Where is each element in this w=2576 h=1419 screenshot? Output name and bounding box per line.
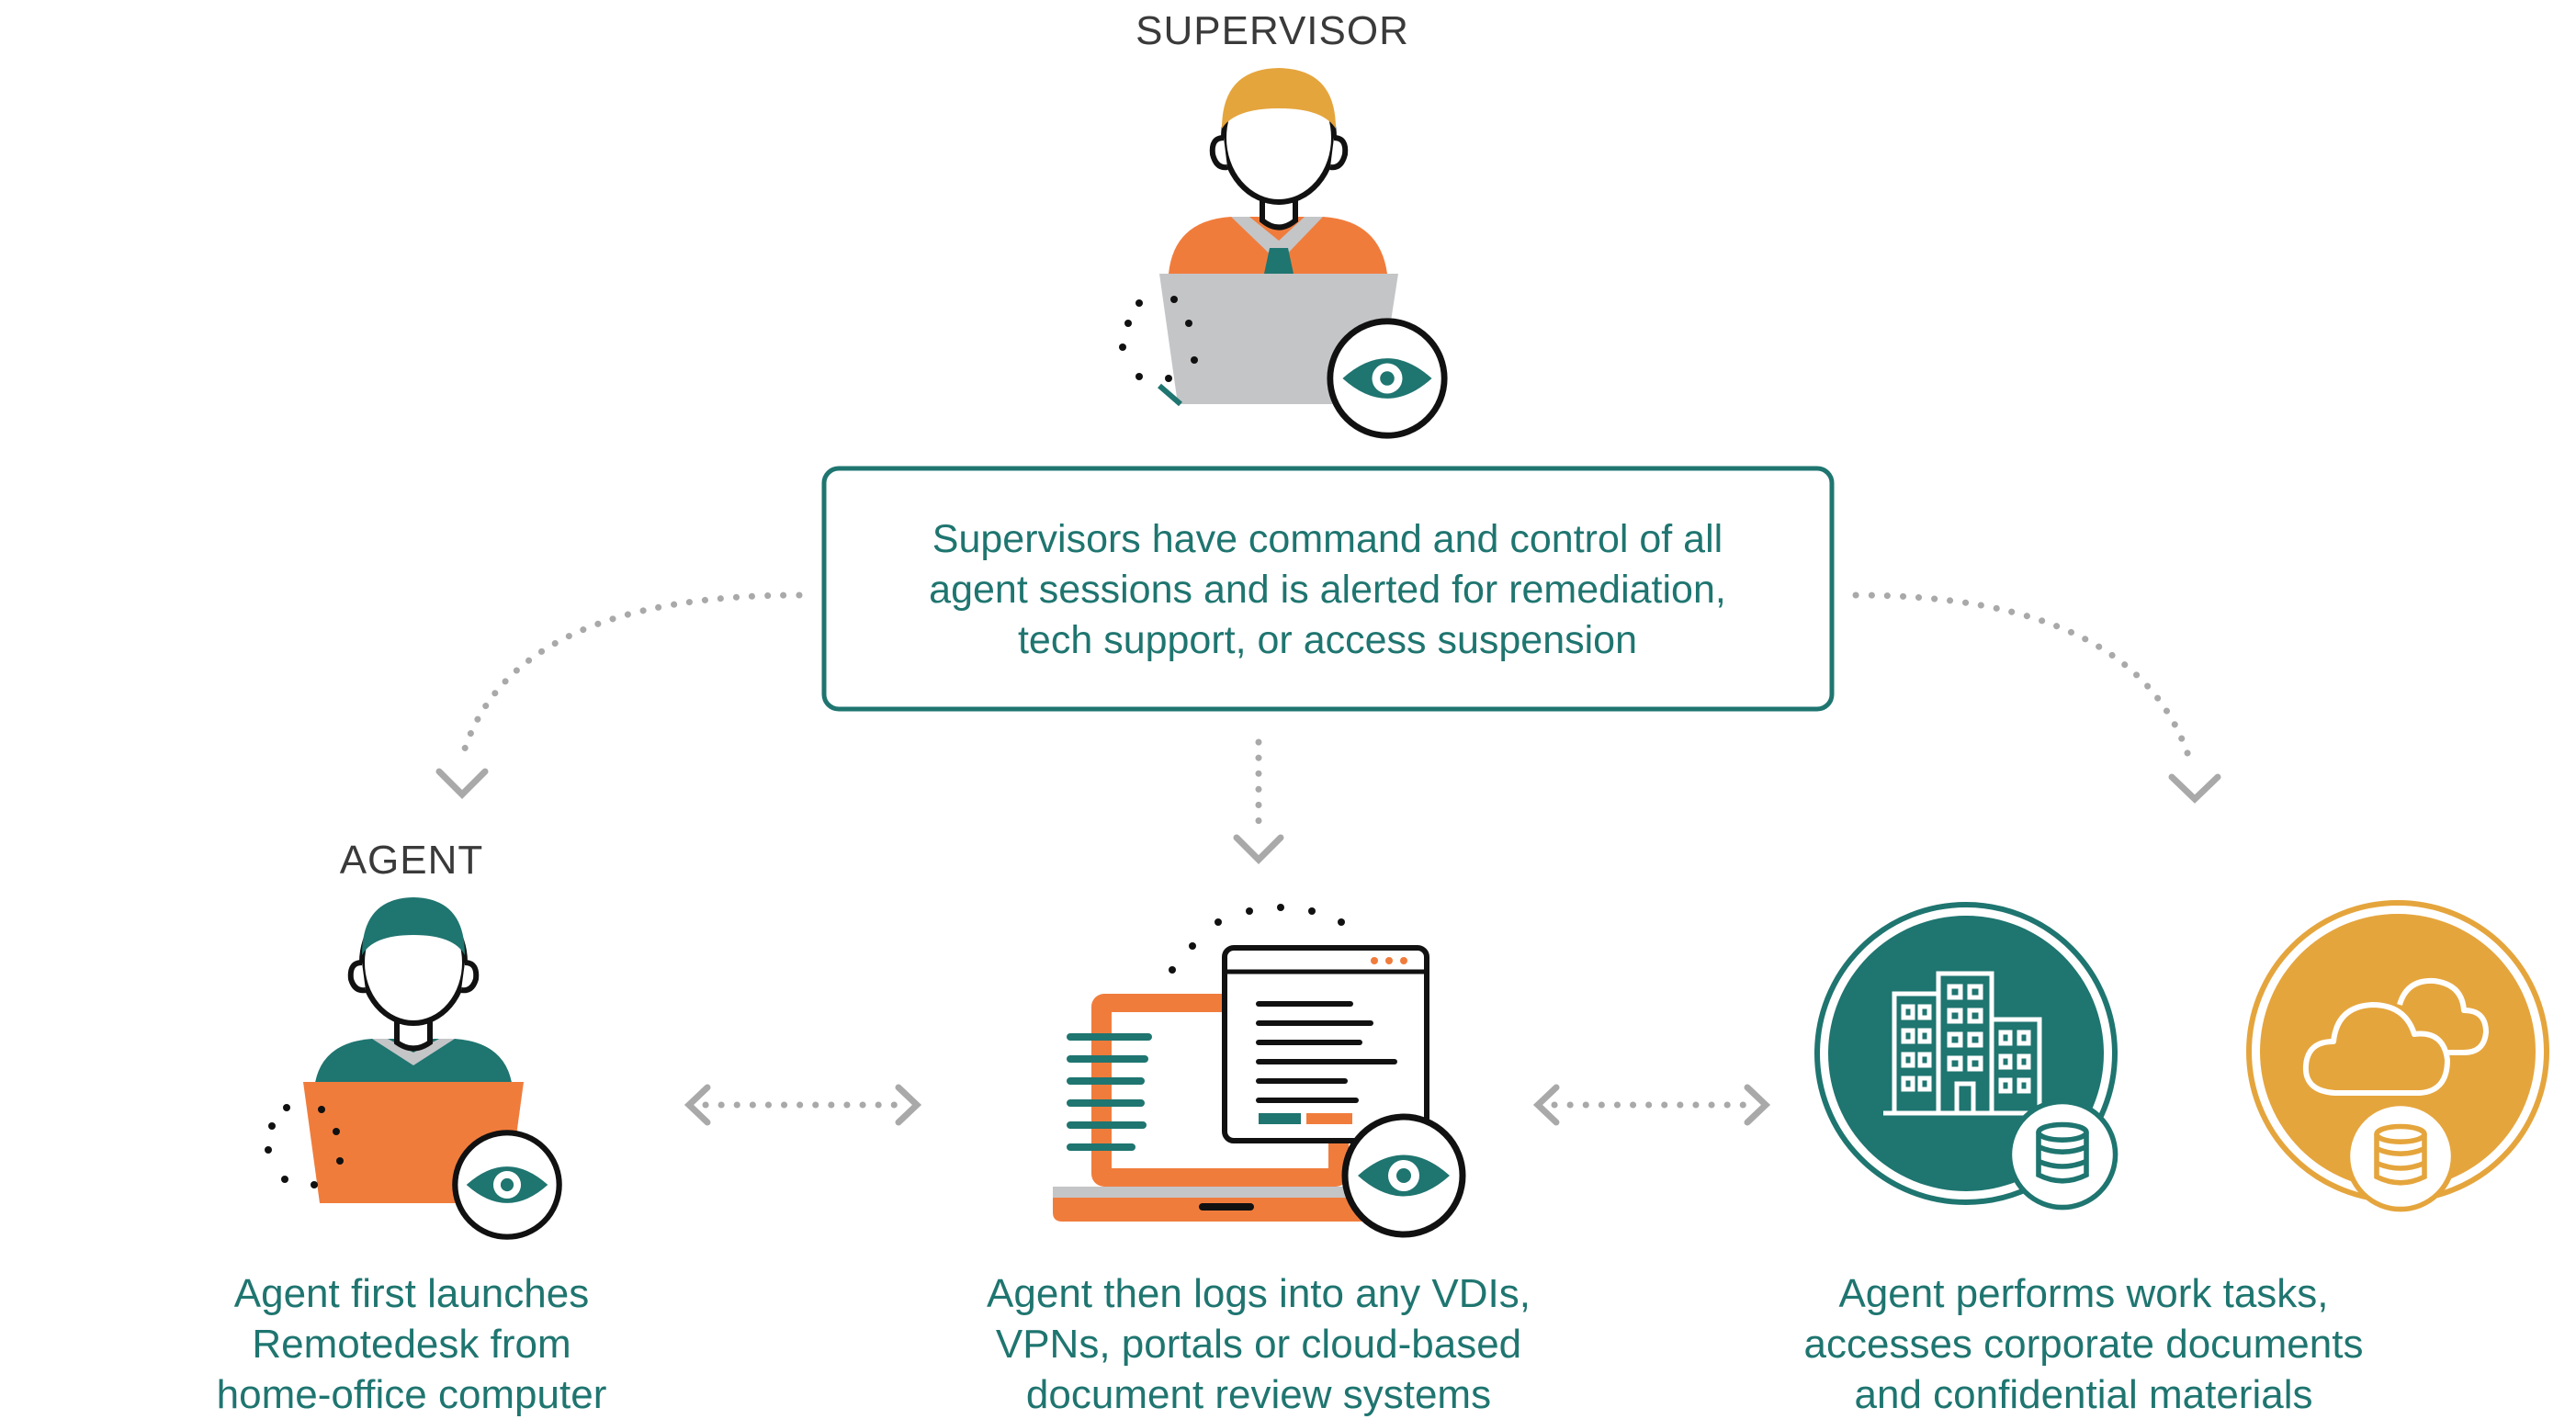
systems-caption-line-2: VPNs, portals or cloud-based	[996, 1322, 1521, 1367]
arrow-systems-resources	[1532, 1084, 1771, 1126]
resources-caption-line-3: and confidential materials	[1855, 1372, 2313, 1417]
connector-to-systems	[1233, 738, 1284, 864]
supervisor-person-icon	[1169, 68, 1387, 274]
cloud-database-icon	[2347, 1103, 2453, 1209]
supervisor-label: SUPERVISOR	[1135, 8, 1409, 53]
systems-code-lines	[1067, 1033, 1152, 1151]
info-box	[821, 466, 1835, 712]
agent-caption-line-1: Agent first launches	[234, 1271, 589, 1316]
office-database-icon	[2009, 1101, 2115, 1207]
agent-caption-line-3: home-office computer	[217, 1372, 607, 1417]
agent-person-icon	[314, 897, 513, 1088]
resources-caption-line-2: accesses corporate documents	[1804, 1322, 2364, 1367]
systems-browser-window-icon	[1222, 945, 1429, 1143]
systems-caption-line-3: document review systems	[1026, 1372, 1491, 1417]
connector-to-agent	[435, 591, 803, 799]
arrow-agent-systems	[684, 1084, 922, 1126]
systems-eye-icon	[1345, 1117, 1463, 1234]
info-box-line-3: tech support, or access suspension	[1018, 618, 1637, 662]
info-box-line-2: agent sessions and is alerted for remedi…	[929, 568, 1726, 612]
supervisor-eye-icon	[1330, 321, 1444, 435]
agent-signal-dots	[265, 1104, 344, 1188]
agent-eye-icon	[455, 1132, 559, 1236]
systems-signal-dots	[1169, 904, 1345, 974]
info-box-line-1: Supervisors have command and control of …	[932, 517, 1723, 561]
cloud-icon	[2246, 900, 2549, 1203]
agent-caption-line-2: Remotedesk from	[252, 1322, 571, 1367]
supervisor-signal-dots	[1119, 296, 1198, 382]
resources-caption-line-1: Agent performs work tasks,	[1838, 1271, 2328, 1316]
agent-label: AGENT	[340, 838, 484, 883]
connector-to-resources	[1852, 591, 2221, 804]
systems-caption-line-1: Agent then logs into any VDIs,	[987, 1271, 1531, 1316]
